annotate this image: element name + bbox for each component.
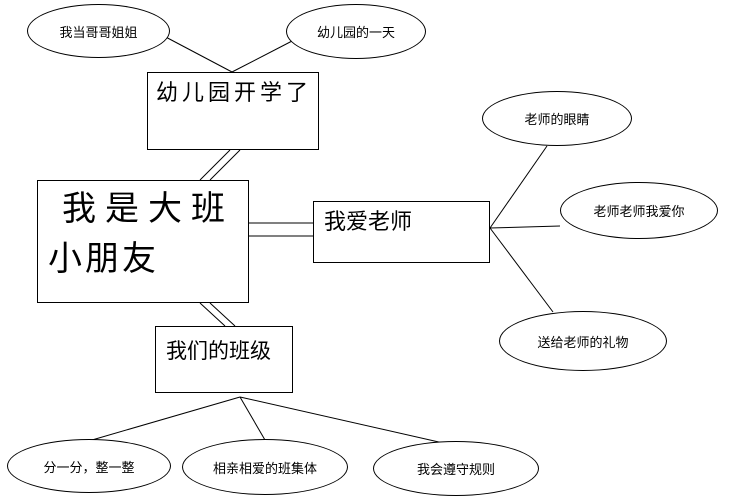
branch-teacher-label: 我爱老师 <box>324 210 413 235</box>
connector-teacher-iloveyou <box>489 225 561 229</box>
connector-center-kindergarten-b <box>209 149 241 181</box>
leaf-brother-sister: 我当哥哥姐姐 <box>27 4 170 58</box>
connector-class-rules <box>239 396 453 446</box>
branch-teacher-box: 我爱老师 <box>313 201 490 263</box>
connector-class-love <box>239 396 266 441</box>
leaf-one-day-label: 幼儿园的一天 <box>316 26 395 41</box>
leaf-teacher-gift: 送给老师的礼物 <box>499 311 667 371</box>
branch-class-box: 我们的班级 <box>155 326 293 393</box>
connector-center-class-b <box>209 302 236 327</box>
leaf-class-family: 相亲相爱的班集体 <box>182 439 348 495</box>
leaf-follow-rules: 我会遵守规则 <box>373 441 539 496</box>
leaf-sort-tidy: 分一分，整一整 <box>7 439 171 493</box>
leaf-class-family-label: 相亲相爱的班集体 <box>212 461 317 477</box>
connector-kindergarten-brother <box>159 33 233 73</box>
leaf-teacher-eyes-label: 老师的眼睛 <box>524 113 590 128</box>
leaf-one-day: 幼儿园的一天 <box>286 4 426 59</box>
leaf-follow-rules-label: 我会遵守规则 <box>416 463 495 478</box>
central-topic-box: 我是大班 小朋友 <box>37 180 249 303</box>
connector-center-kindergarten-a <box>199 149 231 181</box>
leaf-teacher-gift-label: 送给老师的礼物 <box>537 335 629 351</box>
branch-kindergarten-box: 幼儿园开学了 <box>147 72 319 150</box>
branch-class-label: 我们的班级 <box>166 339 271 363</box>
connector-center-class-a <box>199 302 226 327</box>
connector-class-split <box>91 396 241 441</box>
leaf-teacher-eyes: 老师的眼睛 <box>482 91 632 146</box>
leaf-teacher-love: 老师老师我爱你 <box>560 182 718 239</box>
leaf-teacher-love-label: 老师老师我爱你 <box>593 205 685 220</box>
connector-teacher-gift <box>489 227 554 313</box>
connector-kindergarten-oneday <box>231 39 295 73</box>
leaf-brother-sister-label: 我当哥哥姐姐 <box>59 25 138 41</box>
connector-teacher-eyes <box>489 145 548 229</box>
central-topic-line2: 小朋友 <box>48 239 159 279</box>
central-topic-line1: 我是大班 <box>62 189 234 229</box>
leaf-sort-tidy-label: 分一分，整一整 <box>43 460 135 476</box>
branch-kindergarten-label: 幼儿园开学了 <box>156 81 313 106</box>
